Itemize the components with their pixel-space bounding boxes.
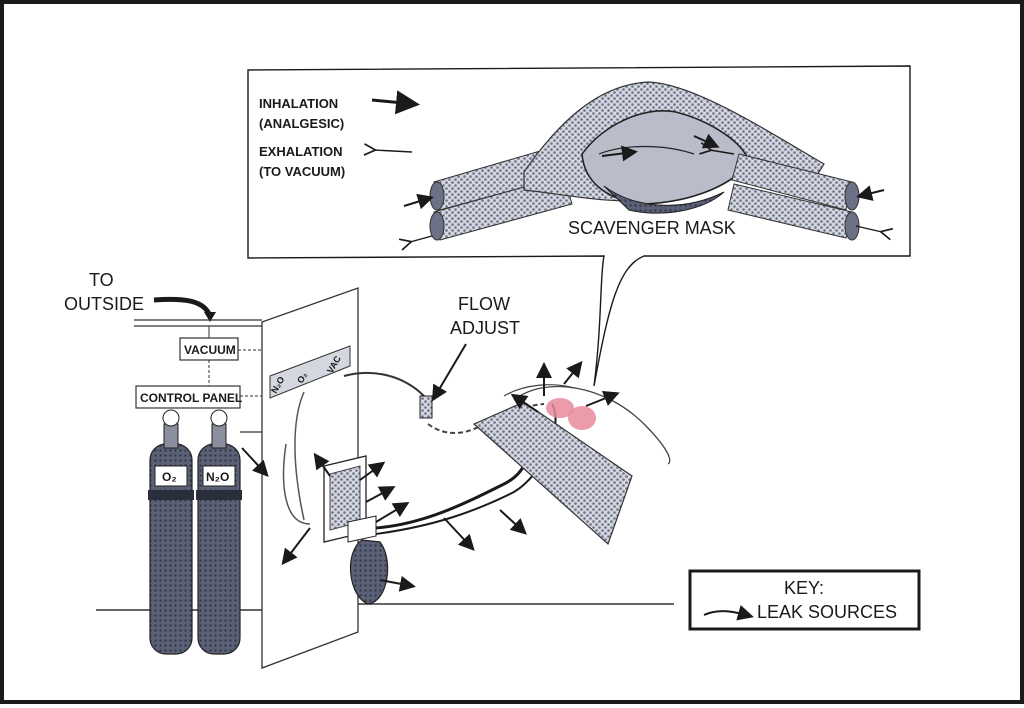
leak-arrow-icon <box>241 447 269 477</box>
leak-arrow-icon <box>510 393 539 413</box>
legend-exhalation-label: EXHALATION <box>259 144 343 159</box>
leak-arrow-icon <box>365 486 396 503</box>
panel-port-o2: O₂ <box>295 370 309 385</box>
inset-tube-right <box>727 153 860 241</box>
wall-equipment-labels: VACUUM CONTROL PANEL <box>135 326 262 409</box>
vacuum-label: VACUUM <box>184 343 236 357</box>
wall-panel: N₂O O₂ VAC <box>96 287 674 669</box>
leak-arrow-icon <box>313 452 331 477</box>
scavenger-mask-label: SCAVENGER MASK <box>568 218 736 238</box>
leak-arrow-icon <box>443 517 475 551</box>
leak-arrow-icon <box>281 527 311 566</box>
patient-chair <box>472 384 671 546</box>
cylinder-n2o: N₂O <box>196 409 242 655</box>
leak-arrow-icon <box>375 501 410 523</box>
key-title: KEY: <box>784 578 824 598</box>
key-leak-sources-label: LEAK SOURCES <box>757 602 897 622</box>
leak-arrow-icon <box>585 391 620 407</box>
cylinder-o2: O₂ <box>148 409 194 655</box>
exhaust-pipe: TO OUTSIDE <box>64 270 262 327</box>
cylinder-o2-label: O₂ <box>162 470 177 484</box>
flowmeter-unit <box>282 391 389 605</box>
scavenging-system-illustration: INHALATION (ANALGESIC) EXHALATION (TO VA… <box>64 65 921 669</box>
leak-arrow-icon <box>499 509 527 535</box>
legend-exhalation-sublabel: (TO VACUUM) <box>259 164 345 179</box>
mask-detail-inset: INHALATION (ANALGESIC) EXHALATION (TO VA… <box>247 65 911 387</box>
leak-arrow-icon <box>563 360 583 385</box>
exhalation-arrow-icon <box>374 150 413 152</box>
to-outside-sublabel: OUTSIDE <box>64 294 144 314</box>
flow-adjust-sublabel: ADJUST <box>450 318 520 338</box>
flow-adjust-label: FLOW <box>458 294 510 314</box>
cylinder-n2o-label: N₂O <box>206 470 229 484</box>
inset-flow-arrows <box>404 133 884 242</box>
reservoir-bag <box>349 539 389 605</box>
leak-arrow-icon <box>379 575 416 592</box>
key-box: KEY: LEAK SOURCES <box>688 569 921 631</box>
leak-arrow-icon <box>359 461 386 481</box>
legend-inhalation-label: INHALATION <box>259 96 338 111</box>
leak-arrows <box>281 360 620 592</box>
flow-legend: INHALATION (ANALGESIC) EXHALATION (TO VA… <box>259 90 420 179</box>
leak-source-arrow-icon <box>703 605 754 621</box>
gas-cylinders: O₂ N₂O <box>148 409 269 655</box>
legend-inhalation-sublabel: (ANALGESIC) <box>259 116 344 131</box>
control-panel-label: CONTROL PANEL <box>140 391 242 405</box>
flow-adjust-valve: FLOW ADJUST <box>419 294 520 419</box>
inhalation-arrow-icon <box>371 90 420 115</box>
to-outside-label: TO <box>89 270 114 290</box>
patient-mask-leak-highlight <box>546 398 596 430</box>
exhaust-arrow-icon <box>153 296 213 318</box>
